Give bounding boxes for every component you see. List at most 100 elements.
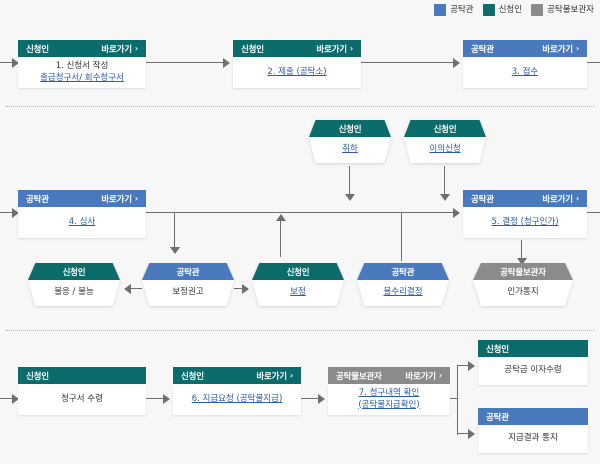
goto-label: 바로가기 <box>405 371 436 382</box>
node-step7[interactable]: 공탁물보관자 바로가기 › 7. 청구내역 확인 (공탁물지급확인) <box>328 367 450 415</box>
node-correction-link[interactable]: 보정 <box>290 287 306 298</box>
node-result-notice-header: 공탁관 <box>478 408 588 425</box>
arrow-down-icon <box>170 247 180 254</box>
role-label: 신청인 <box>62 267 86 278</box>
node-rejection-link[interactable]: 불수리결정 <box>383 287 423 298</box>
chevron-right-icon: › <box>134 193 138 203</box>
goto-link[interactable]: 바로가기 › <box>256 370 293 382</box>
node-result-notice: 공탁관 지급결과 통지 <box>478 408 588 453</box>
goto-link[interactable]: 바로가기 › <box>101 193 138 205</box>
node-result-notice-body: 지급결과 통지 <box>478 425 588 453</box>
role-label: 신청인 <box>433 124 457 135</box>
node-step3[interactable]: 공탁관 바로가기 › 3. 접수 <box>463 40 587 88</box>
node-correction: 신청인 보정 <box>252 263 344 306</box>
square-swatch-icon <box>482 4 495 16</box>
node-objection-body: 이의신청 <box>404 137 486 163</box>
node-noncompliance-label: 불응 / 불능 <box>54 287 94 298</box>
goto-link[interactable]: 바로가기 › <box>101 43 138 55</box>
node-correction-header: 신청인 <box>252 263 344 280</box>
goto-label: 바로가기 <box>542 44 573 55</box>
node-step2[interactable]: 신청인 바로가기 › 2. 제출 (공탁소) <box>233 40 361 88</box>
connector-line <box>349 166 351 196</box>
node-withdraw-body: 취하 <box>309 137 391 163</box>
role-label: 공탁관 <box>486 412 509 423</box>
node-step1[interactable]: 신청인 바로가기 › 1. 신청서 작성 출급청구서/ 회수청구서 <box>18 40 146 88</box>
role-label: 신청인 <box>241 44 264 55</box>
connector-line <box>457 433 471 435</box>
connector-line <box>146 398 166 400</box>
section-divider <box>6 330 594 331</box>
node-correction-advice: 공탁관 보정권고 <box>142 263 234 306</box>
arrow-right-icon <box>453 208 460 218</box>
connector-line <box>457 365 471 367</box>
node-correction-body: 보정 <box>252 280 344 306</box>
role-label: 공탁관 <box>176 267 200 278</box>
legend-item-officer: 공탁관 <box>434 4 474 16</box>
chevron-right-icon: › <box>575 193 579 203</box>
node-step1-header: 신청인 바로가기 › <box>18 40 146 57</box>
connector-line <box>587 62 600 64</box>
connector-line <box>174 213 176 249</box>
node-step3-header: 공탁관 바로가기 › <box>463 40 587 57</box>
node-step4-link[interactable]: 4. 심사 <box>68 216 96 227</box>
goto-label: 바로가기 <box>256 371 287 382</box>
arrow-right-icon <box>12 394 19 404</box>
connector-line <box>521 240 523 262</box>
node-step1-link[interactable]: 출급청구서/ 회수청구서 <box>40 72 124 83</box>
node-step6[interactable]: 신청인 바로가기 › 6. 지급요청 (공탁물지급) <box>173 367 301 415</box>
node-rejection-body: 불수리결정 <box>357 280 449 306</box>
arrow-right-icon <box>163 394 170 404</box>
role-label: 공탁물보관자 <box>336 371 382 382</box>
node-step1-line1: 1. 신청서 작성 <box>55 61 109 72</box>
node-step7-link-2[interactable]: (공탁물지급확인) <box>358 399 420 410</box>
role-label: 공탁물보관자 <box>500 267 546 278</box>
node-step5-link[interactable]: 5. 결정 (청구인가) <box>491 216 559 227</box>
node-receipt: 신청인 청구서 수령 <box>18 367 146 415</box>
node-objection-link[interactable]: 이의신청 <box>429 144 461 155</box>
node-objection: 신청인 이의신청 <box>404 120 486 163</box>
node-withdraw-header: 신청인 <box>309 120 391 137</box>
node-approval-notice: 공탁물보관자 인가통지 <box>473 263 573 306</box>
connector-line <box>0 398 14 400</box>
arrow-right-icon <box>318 394 325 404</box>
node-step5[interactable]: 공탁관 바로가기 › 5. 결정 (청구인가) <box>463 190 587 238</box>
node-correction-advice-body: 보정권고 <box>142 280 234 306</box>
goto-link[interactable]: 바로가기 › <box>542 43 579 55</box>
node-step6-link[interactable]: 6. 지급요청 (공탁물지급) <box>191 393 283 404</box>
legend-item-applicant: 신청인 <box>482 4 522 16</box>
connector-line <box>301 398 321 400</box>
node-rejection-header: 공탁관 <box>357 263 449 280</box>
goto-link[interactable]: 바로가기 › <box>405 370 442 382</box>
legend-item-custodian: 공탁물보관자 <box>531 4 594 16</box>
connector-line <box>234 288 245 290</box>
node-step2-link[interactable]: 2. 제출 (공탁소) <box>267 66 327 77</box>
role-label: 신청인 <box>286 267 310 278</box>
node-step4[interactable]: 공탁관 바로가기 › 4. 심사 <box>18 190 146 238</box>
node-step2-header: 신청인 바로가기 › <box>233 40 361 57</box>
node-step3-link[interactable]: 3. 접수 <box>511 66 539 77</box>
node-step4-header: 공탁관 바로가기 › <box>18 190 146 207</box>
role-label: 공탁관 <box>26 194 49 205</box>
role-label: 공탁관 <box>471 44 494 55</box>
node-noncompliance: 신청인 불응 / 불능 <box>28 263 120 306</box>
node-approval-notice-label: 인가통지 <box>507 287 539 298</box>
section-divider <box>6 106 594 107</box>
node-step6-header: 신청인 바로가기 › <box>173 367 301 384</box>
node-step6-body: 6. 지급요청 (공탁물지급) <box>173 384 301 415</box>
goto-label: 바로가기 <box>101 44 132 55</box>
node-step5-body: 5. 결정 (청구인가) <box>463 207 587 238</box>
arrow-down-icon <box>345 194 355 201</box>
square-swatch-icon <box>434 4 447 16</box>
chevron-right-icon: › <box>575 43 579 53</box>
goto-link[interactable]: 바로가기 › <box>542 193 579 205</box>
arrow-right-icon <box>223 58 230 68</box>
goto-link[interactable]: 바로가기 › <box>316 43 353 55</box>
node-step1-body: 1. 신청서 작성 출급청구서/ 회수청구서 <box>18 57 146 88</box>
chevron-right-icon: › <box>349 43 353 53</box>
node-withdraw-link[interactable]: 취하 <box>342 144 358 155</box>
connector-line <box>0 62 14 64</box>
connector-line <box>131 288 142 290</box>
node-step7-link-1[interactable]: 7. 청구내역 확인 <box>358 388 420 399</box>
connector-line <box>146 62 226 64</box>
connector-line <box>450 398 458 400</box>
